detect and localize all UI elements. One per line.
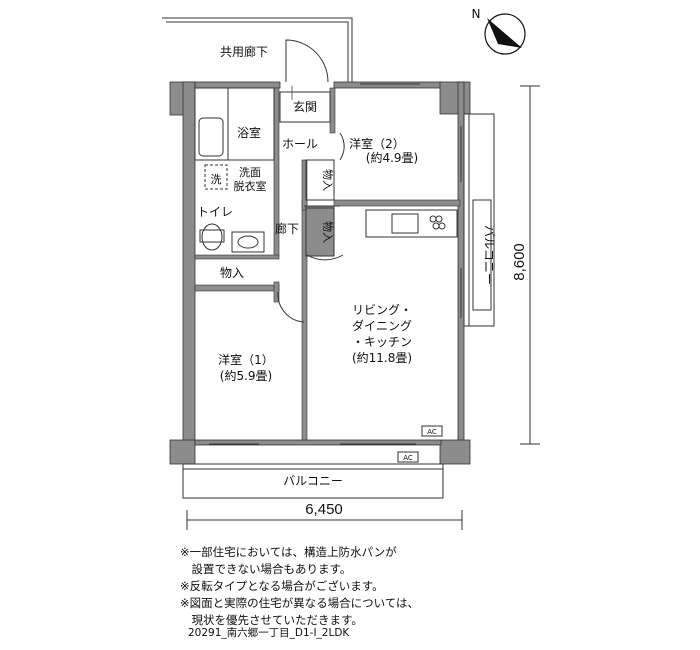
note-line-3: ※反転タイプとなる場合がございます。 <box>180 579 384 593</box>
exterior-walls <box>169 81 471 465</box>
dimension-line-width <box>186 510 463 530</box>
dimension-line-height <box>520 85 540 445</box>
bathroom-label: 浴室 <box>237 125 261 140</box>
balcony-side <box>463 113 495 327</box>
ldk-label-line2: ダイニング <box>352 318 412 333</box>
balcony-side-label: バルコニー <box>482 225 496 285</box>
note-line-2: 設置できない場合もあります。 <box>180 562 352 576</box>
plan-code: 20291_南六郷一丁目_D1-Ⅰ_2LDK <box>188 627 350 639</box>
western-room-1-label: 洋室（1） <box>218 352 274 367</box>
hall-label: ホール <box>282 137 318 151</box>
washing-machine-label: 洗 <box>211 173 222 186</box>
closet-lower-label: 物入 <box>321 221 335 243</box>
note-line-5: 現状を優先させていただきます。 <box>180 613 363 627</box>
fixtures <box>194 86 335 257</box>
shared-corridor <box>162 17 353 82</box>
compass-north-label: N <box>472 7 481 21</box>
windows <box>209 83 462 445</box>
ldk-label-line3: ・キッチン <box>352 335 412 349</box>
toilet-label: トイレ <box>197 205 233 219</box>
ldk-label-line1: リビング・ <box>352 303 412 317</box>
balcony-bottom-label: バルコニー <box>283 474 343 488</box>
compass-needle-icon <box>487 18 522 48</box>
shared-corridor-label: 共用廊下 <box>220 44 268 59</box>
hallway-label: 廊下 <box>275 221 299 236</box>
kitchen-counter <box>365 209 458 238</box>
ac-inner-label: AC <box>427 428 437 436</box>
note-line-4: ※図面と実際の住宅が異なる場合については、 <box>180 596 420 610</box>
closet-bottom-label: 物入 <box>220 266 244 280</box>
ac-balcony-label: AC <box>403 454 413 462</box>
compass: N <box>472 7 526 55</box>
balcony-bottom <box>182 425 444 499</box>
closet-upper-label: 物入 <box>321 169 335 191</box>
washroom-label-line1: 洗面 <box>239 166 261 179</box>
entrance-label: 玄関 <box>293 99 317 114</box>
western-room-2-label: 洋室（2） <box>349 136 405 151</box>
width-dimension: 6,450 <box>305 501 343 518</box>
western-room-2-size: (約4.9畳) <box>366 150 418 165</box>
interior-walls <box>194 87 461 441</box>
washroom-label-line2: 脱衣室 <box>234 179 267 193</box>
western-room-1-size: (約5.9畳) <box>220 368 272 383</box>
height-dimension: 8,600 <box>511 243 528 281</box>
note-line-1: ※一部住宅においては、構造上防水パンが <box>180 545 397 559</box>
ldk-size: (約11.8畳) <box>352 350 412 365</box>
doors <box>277 39 345 323</box>
